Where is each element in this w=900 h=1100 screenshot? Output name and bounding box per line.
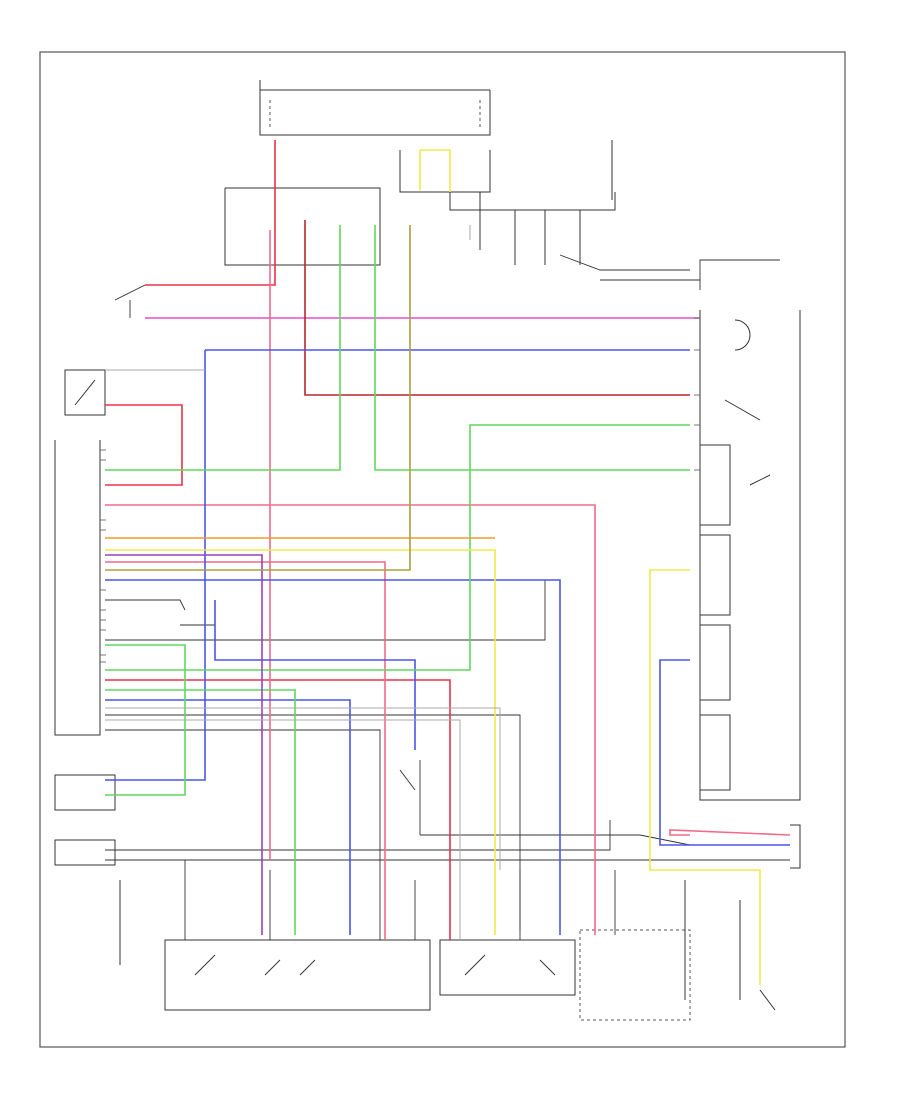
wire-green-5 — [105, 689, 296, 935]
wire-blue-long — [105, 579, 561, 935]
wire-red-left — [105, 404, 183, 486]
wire-red-top — [145, 140, 276, 286]
wire-yellow-right — [649, 569, 761, 985]
wire-pink-long — [105, 504, 596, 935]
wire-gray-4 — [105, 719, 461, 940]
black-wires — [105, 254, 790, 940]
wire-green-3 — [105, 424, 690, 671]
wire-blue-low — [105, 699, 351, 935]
bottom-switch-assemblies — [119, 880, 776, 1021]
top-fuse-block — [224, 80, 616, 266]
connector-ticks — [100, 317, 700, 663]
wire-blue-mid — [214, 600, 416, 750]
wire-olive — [105, 225, 411, 571]
wire-yellow-top — [420, 149, 451, 192]
wire-blue-left — [105, 350, 206, 781]
wire-green-2 — [374, 225, 690, 471]
colored-wires — [105, 140, 791, 985]
wire-purple — [105, 554, 263, 935]
wire-gray-2 — [105, 707, 501, 870]
wire-pink-right — [669, 829, 791, 836]
wire-pink-mid — [105, 561, 386, 940]
right-component-block — [699, 310, 801, 869]
wire-red-mid — [105, 679, 451, 940]
wire-green-1 — [105, 225, 341, 471]
wire-dark-red — [304, 220, 690, 396]
wire-blue-right — [659, 659, 790, 846]
wire-yellow-long — [105, 549, 496, 935]
control-module — [54, 369, 116, 866]
diagram-frame — [39, 51, 846, 1048]
